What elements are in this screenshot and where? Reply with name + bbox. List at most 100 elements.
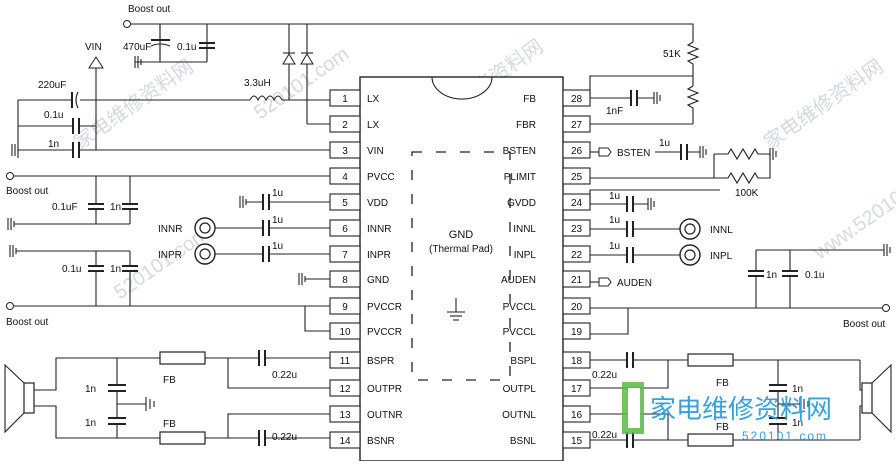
ground-symbol [239,196,247,208]
boost-out-terminal [6,172,14,180]
boost-out-label-left: Boost out [6,186,48,197]
vin-label: VIN [85,42,102,53]
input-right-section: 1u INNR 1u INPR 1u [158,188,330,285]
cap-1u-vdd-label: 1u [272,188,283,199]
cap-1n-pvccr-label: 1n [110,264,121,275]
pin-name: BSTEN [503,146,536,157]
boost-out-label-top: Boost out [128,4,170,15]
plimit-section: 100K [590,147,777,199]
cap-1n-pvcc-label: 1n [110,202,121,213]
ground-symbol [799,397,809,411]
cap-1u-gvdd-label: 1u [609,191,620,202]
cap-1n-left-label: 1n [48,139,59,150]
pin-number: 16 [571,410,583,421]
boost-out-terminal [882,304,890,312]
pin-name: FB [523,94,536,105]
cap-220uf-label: 220uF [38,80,66,91]
right-pin: 26 BSTEN [503,141,591,159]
innr-label: INNR [158,224,182,235]
bsten-section: BSTEN 1u [590,138,707,160]
ground-symbol [699,146,707,158]
cap-1u-inpr-label: 1u [272,241,283,252]
watermark-logo-url: 520101.com [742,429,828,443]
pin-number: 5 [342,198,348,209]
cap-1nf-label: 1nF [606,106,623,117]
vin-section: VIN 220uF 3.3uH 0.1u 1n [11,42,330,158]
pin-number: 23 [571,224,583,235]
cap-1u-innr-label: 1u [272,215,283,226]
pin-number: 6 [342,224,348,235]
pvccl-section: 1n 0.1u Boost out [590,244,891,335]
ground-symbol [134,56,142,68]
auden-label: AUDEN [617,278,652,289]
pin-number: 20 [571,302,583,313]
ground-symbol [447,298,465,321]
pin-number: 21 [571,275,583,286]
pin-name: GND [367,275,389,286]
bsten-port [598,147,612,157]
inductor-label: 3.3uH [244,78,271,89]
right-pin-group: 28FB27FBR26BSTEN25PLIMIT24GVDD23INNL22IN… [501,89,591,449]
thermal-pad-outline [411,151,511,381]
pin-name: INPR [367,250,391,261]
inpl-label: INPL [710,251,733,262]
pin-name: PVCCR [367,302,402,313]
boost-out-label-bottom-left: Boost out [6,317,48,328]
pin-number: 14 [339,436,351,447]
cap-01u-top-label: 0.1u [177,42,196,53]
pin-name: INNR [367,224,391,235]
left-pin: 6 INNR [329,219,391,237]
cap-1n-spk-l1-label: 1n [85,384,96,395]
watermark-text: 家电维修资料网 [760,55,888,154]
auden-port [598,277,612,287]
cap-022u-bsnr-label: 0.22u [272,432,297,443]
fb-l2-label: FB [163,419,176,430]
cap-1n-spk-r1-label: 1n [792,384,803,395]
pin-name: BSPL [510,356,536,367]
pin-name: LX [367,120,380,131]
pin-name: PLIMIT [504,172,536,183]
pin-number: 26 [571,146,583,157]
innl-label: INNL [710,225,733,236]
boost-out-terminal [6,302,14,310]
left-speaker-icon [23,382,35,414]
boost-out-label-right: Boost out [843,319,885,330]
pin-number: 11 [340,356,351,367]
pin-name: AUDEN [501,275,536,286]
cap-022u-bspr-label: 0.22u [272,370,297,381]
pin-number: 4 [342,172,348,183]
pin-number: 25 [571,172,583,183]
ground-symbol [11,144,19,156]
res-51k-label: 51K [663,49,681,60]
cap-1n-spk-r2-label: 1n [792,418,803,429]
inductor-coil [249,95,283,102]
pin-name: INNL [513,224,536,235]
watermark-logo: 家电维修资料网 520101.com [622,382,832,443]
ground-symbol [769,148,777,160]
pin-name: OUTNR [367,410,403,421]
watermark-text: www.520101.com [809,156,896,265]
pin-number: 15 [571,436,583,447]
cap-022u-bspl-label: 0.22u [592,370,617,381]
pin-name: PVCC [367,172,395,183]
pin-number: 28 [571,94,583,105]
cap-01uf-pvcc-label: 0.1uF [52,202,78,213]
pin-name: OUTPL [503,384,537,395]
pin-name: GVDD [507,198,536,209]
ic-body [359,76,564,462]
right-pin: 25 PLIMIT [504,167,591,185]
right-pin: 23 INNL [513,219,591,237]
pin-name: OUTNL [502,410,536,421]
pin-number: 27 [571,120,583,131]
pin-number: 1 [342,94,348,105]
